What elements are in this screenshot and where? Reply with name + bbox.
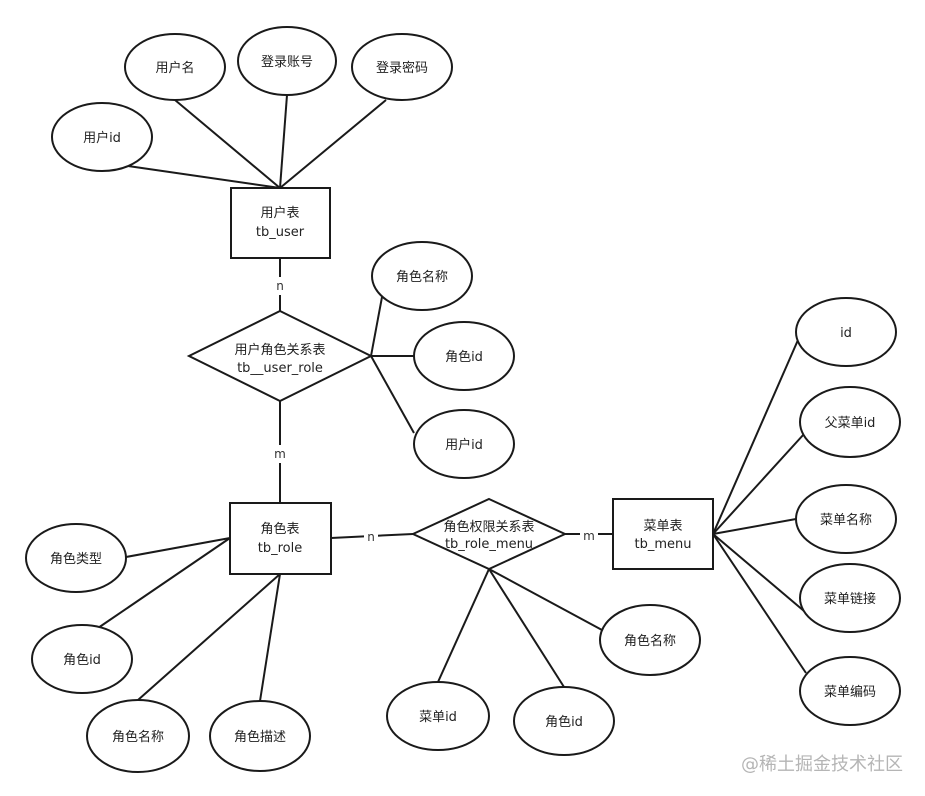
svg-text:角色id: 角色id xyxy=(445,349,483,365)
svg-text:id: id xyxy=(840,326,852,341)
attribute-role-id: 角色id xyxy=(31,624,133,694)
attribute-menu-link: 菜单链接 xyxy=(799,563,901,633)
entity-role-table: tb_role xyxy=(258,541,302,556)
attribute-role-menu-role-name: 角色名称 xyxy=(599,604,701,676)
entity-role: 角色表 tb_role xyxy=(229,502,332,575)
svg-text:角色类型: 角色类型 xyxy=(50,551,102,567)
connector-role-menu-role-name xyxy=(488,568,603,631)
svg-text:角色id: 角色id xyxy=(545,714,583,730)
connector-menu-id xyxy=(712,339,799,535)
watermark: @稀土掘金技术社区 xyxy=(741,754,903,775)
connector-menu-parent-id xyxy=(712,433,805,535)
attribute-user-role-user-id: 用户id xyxy=(413,409,515,479)
relationship-user-role: 用户角色关系表 tb__user_role xyxy=(186,309,374,403)
svg-text:用户名: 用户名 xyxy=(155,60,194,76)
relationship-role-menu-name: 角色权限关系表 xyxy=(443,519,534,535)
attribute-user-id: 用户id xyxy=(51,102,153,172)
connector-role-role-type xyxy=(125,537,231,558)
entity-menu: 菜单表 tb_menu xyxy=(612,498,714,570)
svg-text:菜单id: 菜单id xyxy=(419,710,457,725)
attribute-menu-id: id xyxy=(795,297,897,367)
attribute-username: 用户名 xyxy=(124,33,226,101)
relationship-role-menu-table: tb_role_menu xyxy=(445,537,533,552)
cardinality-role-role-menu: n xyxy=(367,530,375,544)
svg-text:菜单名称: 菜单名称 xyxy=(820,512,872,528)
connector-menu-name xyxy=(712,518,797,535)
attribute-role-desc: 角色描述 xyxy=(209,700,311,772)
svg-text:登录密码: 登录密码 xyxy=(376,60,428,76)
attribute-login-account: 登录账号 xyxy=(237,26,337,96)
svg-text:用户id: 用户id xyxy=(83,130,121,146)
entity-role-name: 角色表 xyxy=(260,521,299,537)
svg-text:菜单编码: 菜单编码 xyxy=(824,685,876,700)
entity-user: 用户表 tb_user xyxy=(230,187,331,259)
svg-text:菜单链接: 菜单链接 xyxy=(824,591,876,607)
entity-user-name: 用户表 xyxy=(260,205,299,221)
attribute-user-role-role-name: 角色名称 xyxy=(371,241,473,311)
connector-role-role-id xyxy=(97,537,231,629)
cardinality-user-role-role: m xyxy=(274,447,286,461)
attribute-menu-parent-id: 父菜单id xyxy=(799,386,901,458)
connectors xyxy=(97,94,807,702)
cardinality-user-user-role: n xyxy=(276,279,284,293)
connector-role-menu-menu-id xyxy=(437,568,490,683)
entity-menu-name: 菜单表 xyxy=(643,519,682,534)
svg-text:角色名称: 角色名称 xyxy=(396,269,448,285)
connector-username-user xyxy=(174,99,281,189)
attribute-role-type: 角色类型 xyxy=(25,523,127,593)
connector-user-role-role-name xyxy=(370,296,383,357)
svg-text:父菜单id: 父菜单id xyxy=(825,416,876,431)
connector-userid-user xyxy=(127,165,281,189)
entity-user-table: tb_user xyxy=(256,225,305,240)
connector-menu-code xyxy=(712,533,807,674)
svg-text:角色id: 角色id xyxy=(63,652,101,668)
relationship-user-role-name: 用户角色关系表 xyxy=(234,342,325,358)
svg-text:用户id: 用户id xyxy=(445,437,483,453)
svg-text:角色名称: 角色名称 xyxy=(112,729,164,745)
attribute-role-menu-menu-id: 菜单id xyxy=(386,681,490,751)
relationship-user-role-table: tb__user_role xyxy=(237,361,323,376)
connector-menu-link xyxy=(712,533,805,612)
relationship-role-menu: 角色权限关系表 tb_role_menu xyxy=(410,497,568,571)
connector-login-password-user xyxy=(279,99,387,189)
attribute-login-password: 登录密码 xyxy=(351,33,453,101)
attribute-menu-code: 菜单编码 xyxy=(799,656,901,726)
attribute-role-menu-role-id: 角色id xyxy=(513,686,615,756)
attribute-role-name: 角色名称 xyxy=(86,699,190,773)
connector-user-role-user-id xyxy=(370,355,415,434)
svg-text:角色描述: 角色描述 xyxy=(234,729,286,745)
svg-text:登录账号: 登录账号 xyxy=(261,55,313,70)
connector-role-role-desc xyxy=(259,573,281,702)
cardinality-role-menu-menu: m xyxy=(583,529,595,543)
connector-role-role-name xyxy=(137,573,281,701)
connector-login-account-user xyxy=(279,94,288,189)
attribute-menu-name: 菜单名称 xyxy=(795,484,897,554)
connector-role-menu-role-id xyxy=(488,568,565,688)
svg-text:角色名称: 角色名称 xyxy=(624,633,676,649)
attribute-user-role-role-id: 角色id xyxy=(413,321,515,391)
entity-menu-table: tb_menu xyxy=(635,537,692,552)
